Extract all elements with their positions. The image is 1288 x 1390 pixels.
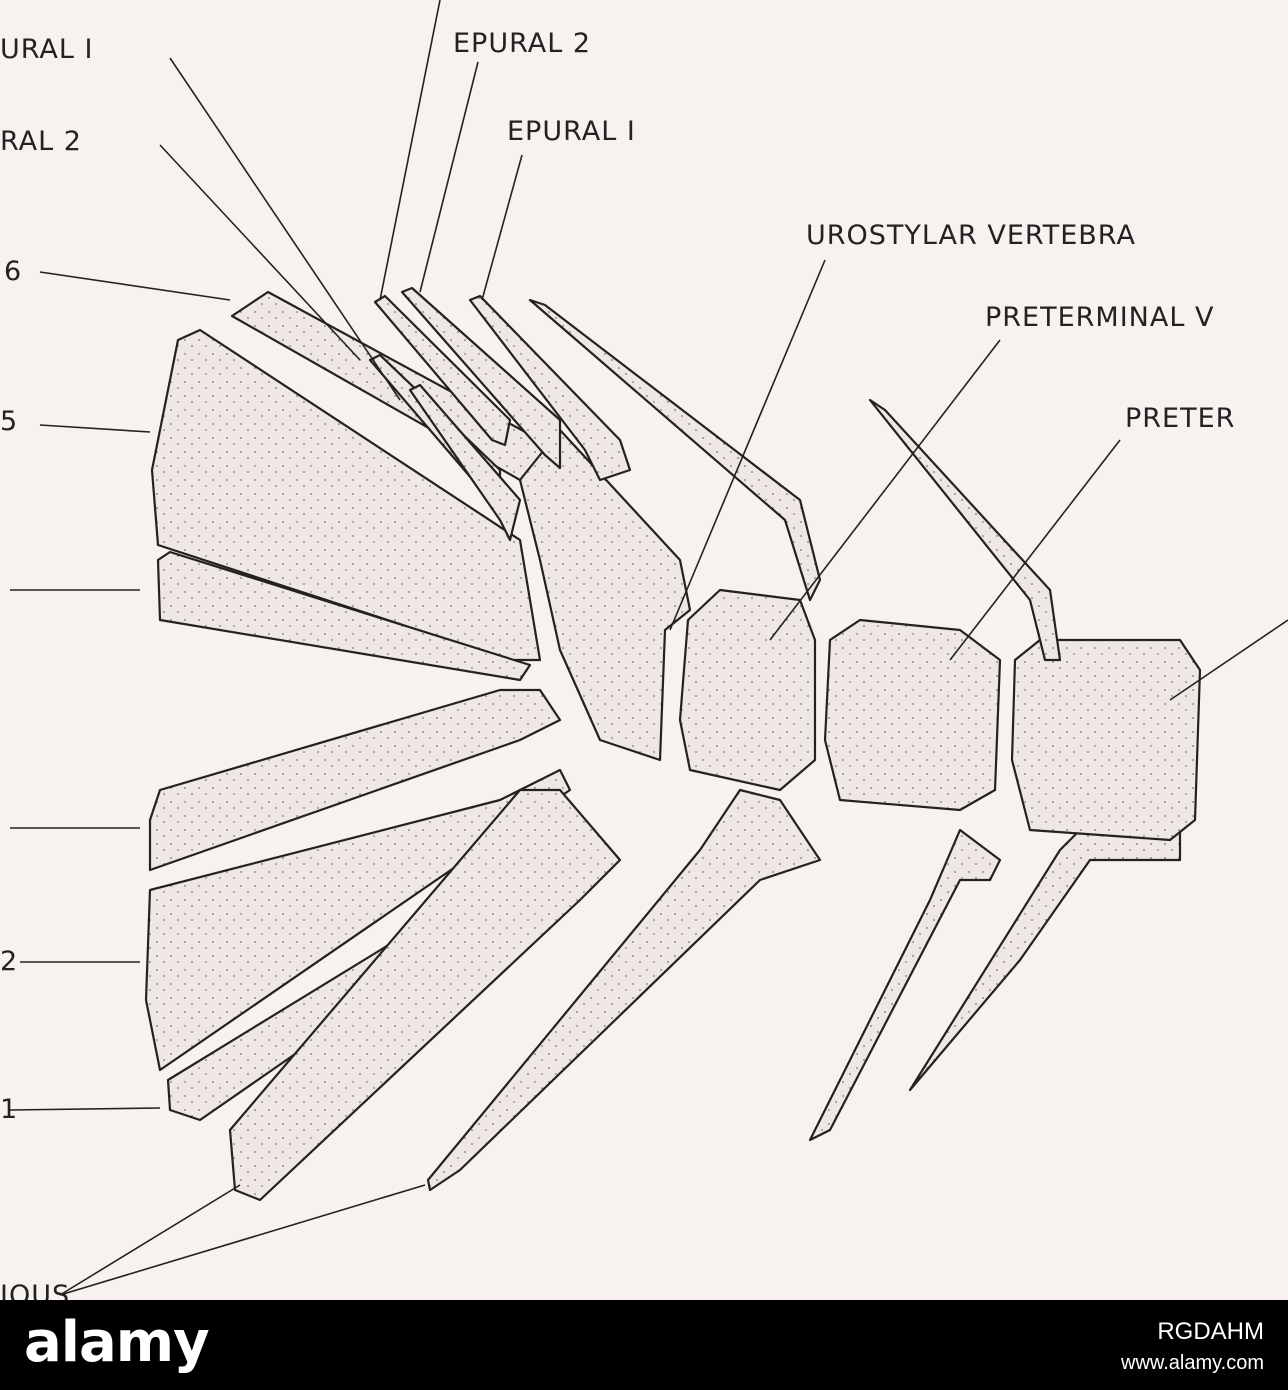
image-id-text: RGDAHM [1157, 1318, 1264, 1345]
epural-1-rod [468, 294, 632, 482]
neural-spine-1 [528, 298, 822, 602]
vertebra-preterminal-2 [1010, 638, 1202, 842]
haemal-spine-1 [426, 788, 822, 1192]
label-ural-1: URAL I [0, 34, 94, 65]
label-preter: PRETER [1125, 403, 1236, 434]
skeleton-diagram: EPURAL 2 EPURAL I UROSTYLAR VERTEBRA PRE… [0, 0, 1288, 1309]
label-epural-2: EPURAL 2 [453, 28, 592, 59]
neural-spine-2 [868, 398, 1062, 662]
site-url-text: www.alamy.com [1121, 1352, 1264, 1374]
label-preterminal: PRETERMINAL V [985, 302, 1215, 333]
label-hypural-5: 5 [0, 406, 19, 437]
label-epural-1: EPURAL I [507, 116, 636, 147]
label-hypural-2: 2 [0, 946, 19, 977]
epural-3-rod [373, 294, 512, 447]
haemal-spine-2 [808, 828, 1002, 1142]
urostyle-body [518, 428, 692, 762]
label-ural-2: RAL 2 [0, 126, 82, 157]
alamy-logo: alamy [24, 1310, 210, 1375]
caudal-skeleton-drawing [9, 0, 1288, 1296]
label-urostylar-vertebra: UROSTYLAR VERTEBRA [806, 220, 1136, 251]
hypural-3-bone [148, 688, 562, 872]
hypural-4-bone [156, 550, 532, 682]
epural-2-rod [400, 286, 562, 470]
ural-1-rod [408, 383, 522, 542]
vertebra-preterminal [823, 618, 1002, 812]
label-hypural-6: 6 [4, 256, 23, 287]
parhypural-bone [228, 788, 622, 1202]
vertebra-urostylar [678, 588, 817, 792]
watermark-footer: alamy RGDAHM www.alamy.com [0, 1300, 1288, 1390]
hypural-5-bone [150, 328, 542, 662]
label-hypural-1: 1 [0, 1094, 19, 1125]
